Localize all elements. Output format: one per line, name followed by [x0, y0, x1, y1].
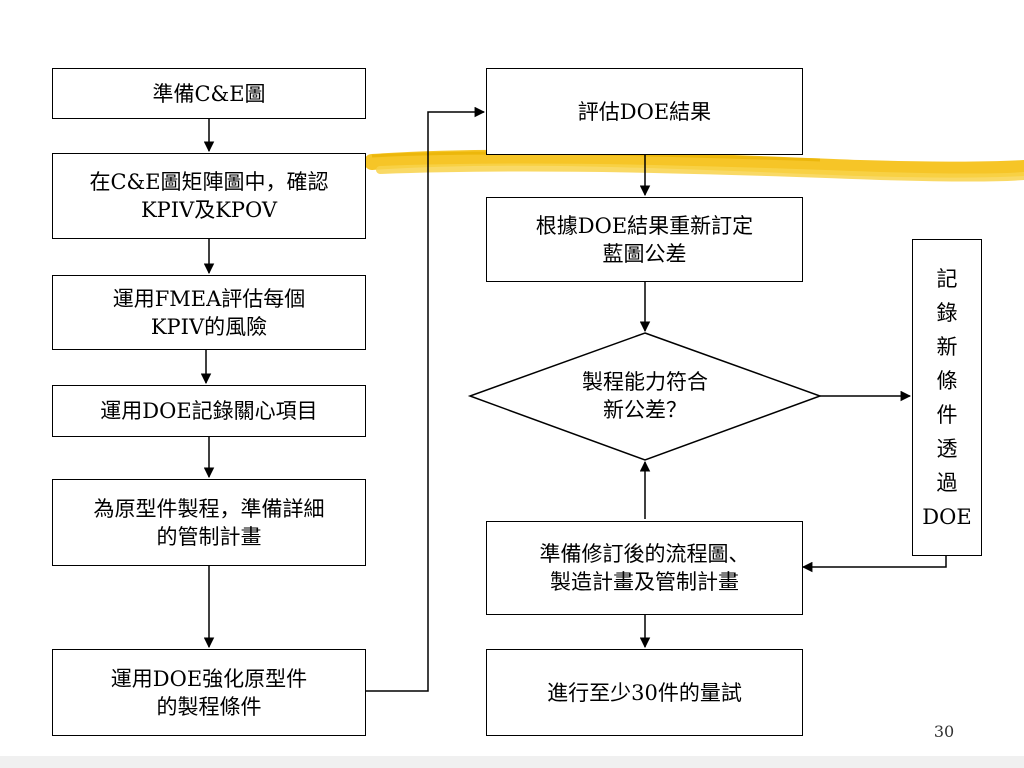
step-redefine-tolerance: 根據DOE結果重新訂定 藍圖公差: [486, 197, 803, 282]
step-fmea-risk: 運用FMEA評估每個 KPIV的風險: [52, 275, 366, 350]
step-prepare-ce-diagram: 準備C&E圖: [52, 68, 366, 119]
step-text: 評估DOE結果: [577, 99, 712, 124]
step-text: 為原型件製程，準備詳細 的管制計畫: [93, 496, 325, 549]
arrow-side-r3: [801, 556, 947, 573]
side-note-box: 記 錄 新 條 件 透 過 DOE: [912, 239, 982, 556]
side-char: 條: [936, 368, 958, 393]
step-text: 根據DOE結果重新訂定 藍圖公差: [535, 213, 754, 266]
step-control-plan: 為原型件製程，準備詳細 的管制計畫: [52, 479, 366, 566]
step-doe-strengthen: 運用DOE強化原型件 的製程條件: [52, 649, 366, 736]
step-text: 準備C&E圖: [152, 81, 266, 106]
decision-label: 製程能力符合 新公差？: [582, 370, 708, 422]
step-text: 準備修訂後的流程圖、 製造計畫及管制計畫: [539, 542, 750, 594]
step-doe-record: 運用DOE記錄關心項目: [52, 385, 366, 437]
footer-bar: [0, 756, 1024, 768]
step-text: 運用DOE記錄關心項目: [100, 399, 318, 423]
step-text: 在C&E圖矩陣圖中，確認 KPIV及KPOV: [89, 170, 329, 222]
side-char: 記: [936, 266, 958, 291]
side-char: 錄: [936, 300, 958, 325]
step-pilot-run: 進行至少30件的量試: [486, 649, 803, 736]
decision-text: 製程能力符合 新公差？: [540, 364, 750, 428]
step-text: 運用FMEA評估每個 KPIV的風險: [112, 286, 306, 339]
side-char: DOE: [922, 504, 972, 529]
highlight-stroke: [364, 149, 1024, 182]
side-char: 新: [936, 334, 958, 359]
step-confirm-kpiv-kpov: 在C&E圖矩陣圖中，確認 KPIV及KPOV: [52, 153, 366, 239]
step-text: 進行至少30件的量試: [547, 680, 742, 705]
arrow-l6-r1: [365, 106, 486, 692]
step-text: 運用DOE強化原型件 的製程條件: [110, 666, 308, 719]
side-char: 件: [936, 402, 958, 427]
step-revised-plans: 準備修訂後的流程圖、 製造計畫及管制計畫: [486, 521, 803, 615]
side-char: 透: [936, 436, 958, 461]
step-evaluate-doe: 評估DOE結果: [486, 68, 803, 155]
page-number: 30: [933, 722, 955, 741]
decision-diamond: [467, 332, 823, 461]
side-char: 過: [936, 470, 958, 495]
